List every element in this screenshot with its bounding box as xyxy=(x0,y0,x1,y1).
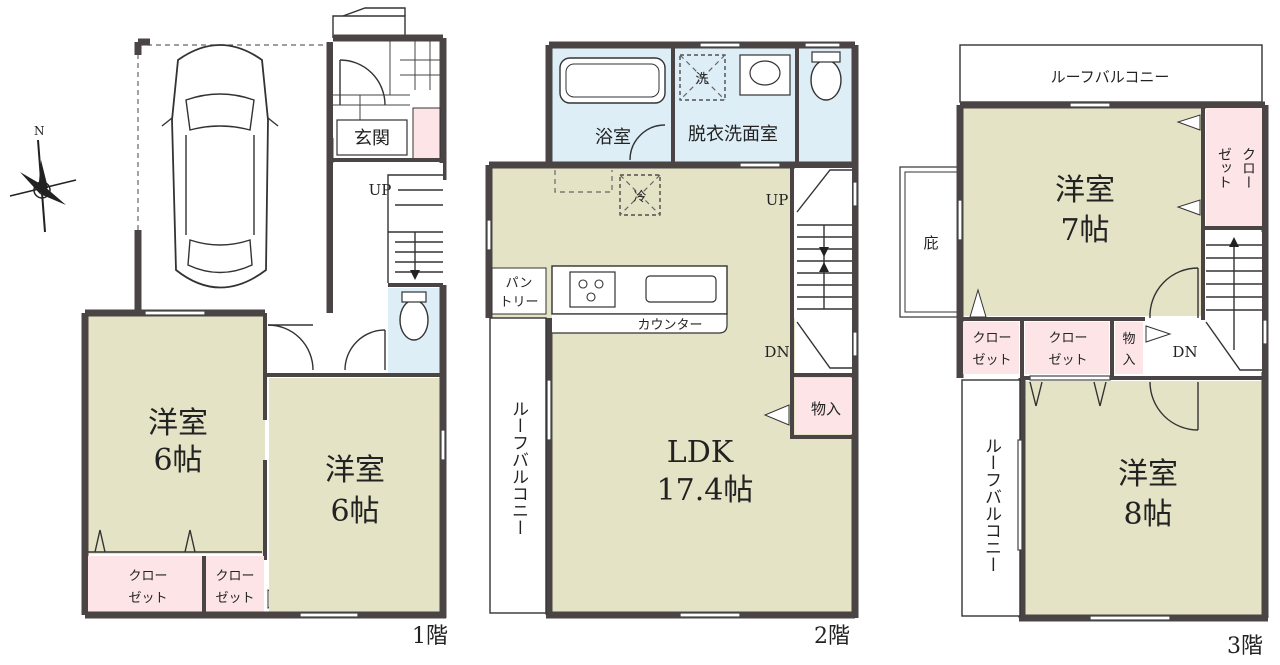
floor1-room-b-size: 6帖 xyxy=(330,494,379,529)
floor2-label: 2階 xyxy=(814,624,850,649)
floor2-dn-label: DN xyxy=(764,343,789,361)
bath-label: 浴室 xyxy=(595,127,631,148)
floor1-closet-b-line1: クロー xyxy=(215,569,254,584)
floor3-roof-balcony-top: ルーフバルコニー xyxy=(959,44,1263,103)
floor3-roof-balcony-side: ルーフバルコニー xyxy=(961,379,1023,617)
floor1-room-b: 洋室 6帖 xyxy=(85,285,447,619)
floor3-room-a-size: 7帖 xyxy=(1060,213,1109,248)
floor3-room-b-name: 洋室 xyxy=(1118,457,1178,492)
floor-3: ルーフバルコニー 庇 洋室 7帖 クロー ゼット xyxy=(899,44,1269,659)
floor3-closet-c-line1: クロー xyxy=(972,331,1011,346)
entrance-area: 玄関 xyxy=(330,7,447,180)
washroom-label: 脱衣洗面室 xyxy=(688,124,778,145)
pantry-line1: パン xyxy=(506,276,533,291)
floor1-closet-a-line2: ゼット xyxy=(128,591,167,606)
floor3-roof-balcony-top-label: ルーフバルコニー xyxy=(1051,68,1170,86)
floor3-roof-balcony-side-label: ルーフバルコニー xyxy=(981,437,1001,573)
floor1-room-a-size: 6帖 xyxy=(153,443,202,478)
floor3-storage-line1: 物 xyxy=(1122,332,1135,347)
floor2-ldk: 冷 パン トリー カウンター LDK 17.4帖 xyxy=(485,161,859,619)
ldk-name: LDK xyxy=(667,435,734,470)
floor-2: 浴室 洗 脱衣洗面室 xyxy=(485,41,859,649)
floor3-closet-d-line2: ゼット xyxy=(1048,353,1087,368)
floor2-up-label: UP xyxy=(766,191,789,209)
ldk-size: 17.4帖 xyxy=(657,473,754,508)
floor3-label: 3階 xyxy=(1227,634,1263,659)
floor2-stairs: UP DN xyxy=(764,168,858,375)
floor3-stairs: DN xyxy=(1149,230,1268,372)
eave-label: 庇 xyxy=(923,234,938,252)
floor3-closet-tall-line2: ゼット xyxy=(1216,147,1232,189)
floor3-room-a: 洋室 7帖 xyxy=(956,101,1269,378)
floor1-closet-a-line1: クロー xyxy=(128,569,167,584)
floor2-storage-label: 物入 xyxy=(811,400,841,418)
floor2-roof-balcony: ルーフバルコニー xyxy=(489,317,547,614)
floor3-closet-d-line1: クロー xyxy=(1048,331,1087,346)
floor3-closet-tall-line1: クロー xyxy=(1240,147,1256,189)
floor2-roof-balcony-label: ルーフバルコニー xyxy=(508,400,528,536)
floor3-storage-line2: 入 xyxy=(1122,353,1135,368)
floor3-closet-c-line2: ゼット xyxy=(972,353,1011,368)
floor1-room-a-name: 洋室 xyxy=(148,406,208,441)
car-icon xyxy=(161,44,279,289)
floor1-closet-b-line2: ゼット xyxy=(215,591,254,606)
floor3-eave: 庇 xyxy=(899,166,961,318)
floor3-room-b: 洋室 8帖 xyxy=(1018,375,1269,622)
counter-label: カウンター xyxy=(637,318,702,333)
floor1-up-label: UP xyxy=(369,181,392,199)
floor1-room-b-name: 洋室 xyxy=(325,453,385,488)
floor2-storage: 物入 xyxy=(763,373,855,439)
genkan-label: 玄関 xyxy=(354,128,390,149)
floor1-closets: クロー ゼット クロー ゼット xyxy=(88,556,294,615)
floor2-wet-area: 浴室 洗 脱衣洗面室 xyxy=(545,41,859,165)
floor1-label: 1階 xyxy=(412,624,448,649)
compass-icon: N xyxy=(9,124,77,233)
compass-north-label: N xyxy=(34,124,45,138)
floor1-toilet xyxy=(344,288,443,373)
floor-1: 玄関 UP xyxy=(81,7,448,649)
floor1-room-a: 洋室 6帖 xyxy=(81,309,267,615)
fridge-mark: 冷 xyxy=(633,190,646,205)
carport xyxy=(134,38,334,313)
floor3-dn-label: DN xyxy=(1172,343,1197,361)
pantry-line2: トリー xyxy=(499,295,538,310)
floor3-room-a-name: 洋室 xyxy=(1055,173,1115,208)
floor3-room-b-size: 8帖 xyxy=(1123,497,1172,532)
floor3-closet-tall: クロー ゼット xyxy=(1203,108,1265,230)
washer-mark: 洗 xyxy=(695,72,708,87)
floor3-closets-row: クロー ゼット クロー ゼット 物 入 xyxy=(960,288,1172,378)
genkan-tiles xyxy=(333,40,443,120)
